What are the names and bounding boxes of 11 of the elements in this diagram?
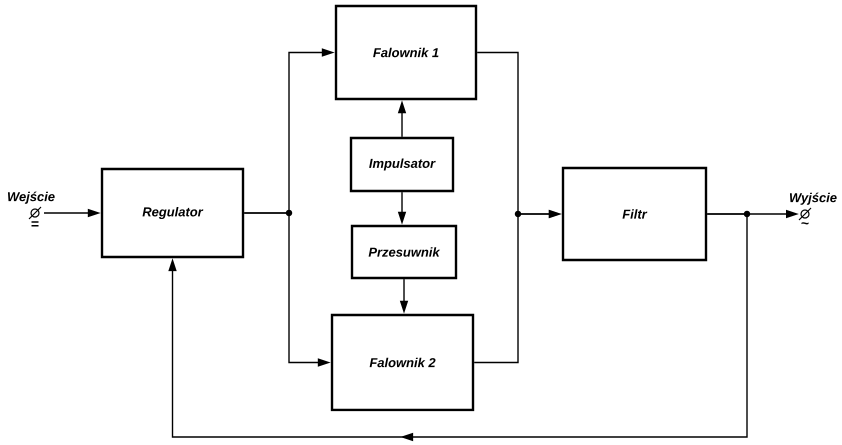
current-symbol: ~ (801, 222, 809, 224)
terminal-label: Wyjście (790, 192, 837, 205)
block-box: Impulsator (350, 136, 454, 192)
arrow (168, 213, 748, 442)
current-symbol: = (32, 221, 39, 226)
block-box: Przesuwnik (350, 224, 458, 280)
block-box: Regulator (100, 168, 244, 258)
block-box: Falownik 1 (334, 4, 478, 100)
block-box: Falownik 2 (330, 314, 474, 412)
block-box: Filtr (562, 166, 708, 262)
terminal-label: Wejście (8, 192, 55, 204)
